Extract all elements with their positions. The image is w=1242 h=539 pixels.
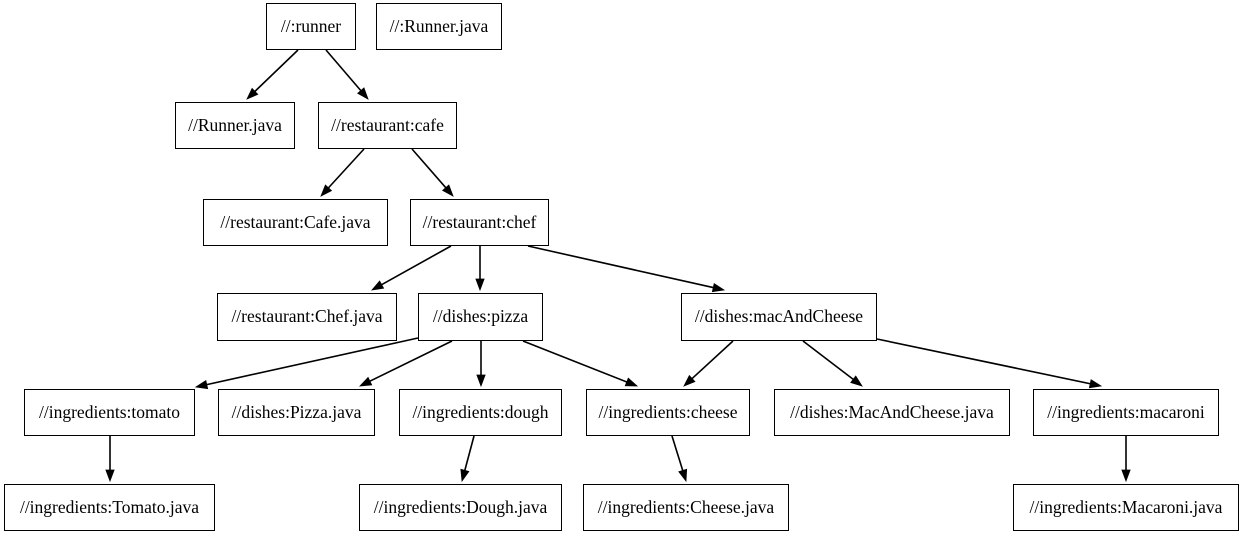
graph-edge-ing_tomato-to-tomato_java: [105, 436, 115, 483]
graph-node-pizza_java[interactable]: //dishes:Pizza.java: [218, 389, 375, 436]
edge-arrowhead: [370, 280, 385, 291]
graph-node-label: //:runner: [280, 15, 342, 36]
graph-edge-dishes_mac-to-ing_macaroni: [876, 338, 1103, 389]
graph-edge-runner-to-restaurant_cafe: [325, 49, 369, 100]
graph-node-ing_dough[interactable]: //ingredients:dough: [399, 389, 562, 436]
graph-edge-restaurant_chef-to-dishes_pizza: [475, 246, 485, 292]
graph-node-restaurant_cafe[interactable]: //restaurant:cafe: [318, 102, 457, 149]
graph-edge-dishes_pizza-to-ing_tomato: [194, 337, 419, 390]
graph-node-dishes_mac[interactable]: //dishes:macAndCheese: [681, 293, 877, 341]
graph-node-cheese_java[interactable]: //ingredients:Cheese.java: [583, 484, 789, 531]
graph-node-label: //dishes:MacAndCheese.java: [790, 401, 994, 422]
edge-shaft: [369, 340, 453, 382]
graph-node-runner_java[interactable]: //Runner.java: [175, 102, 295, 149]
graph-node-label: //ingredients:Cheese.java: [597, 496, 775, 517]
edge-arrowhead: [246, 87, 259, 100]
edge-shaft: [327, 148, 365, 189]
graph-edge-restaurant_chef-to-chef_java: [370, 245, 452, 291]
graph-node-label: //ingredients:macaroni: [1047, 401, 1205, 422]
graph-node-label: //ingredients:Macaroni.java: [1029, 496, 1223, 517]
graph-node-label: //dishes:Pizza.java: [231, 401, 362, 422]
graph-node-label: //dishes:pizza: [432, 306, 529, 327]
edge-shaft: [691, 340, 734, 380]
graph-node-label: //:Runner.java: [389, 15, 489, 36]
graph-node-tomato_java[interactable]: //ingredients:Tomato.java: [4, 484, 215, 531]
graph-node-label: //restaurant:Chef.java: [231, 306, 383, 327]
graph-node-ing_macaroni[interactable]: //ingredients:macaroni: [1033, 389, 1219, 436]
edge-shaft: [671, 435, 684, 471]
graph-node-label: //restaurant:cafe: [331, 114, 444, 135]
edge-arrowhead: [1121, 469, 1131, 483]
graph-node-dough_java[interactable]: //ingredients:Dough.java: [359, 484, 562, 531]
graph-edge-ing_macaroni-to-macaroni_java: [1121, 436, 1131, 483]
edge-shaft: [876, 338, 1091, 385]
graph-node-label: //ingredients:Dough.java: [373, 496, 548, 517]
graph-node-restaurant_chef[interactable]: //restaurant:chef: [410, 199, 549, 246]
graph-edge-dishes_mac-to-mac_java: [802, 340, 863, 387]
graph-node-dishes_pizza[interactable]: //dishes:pizza: [418, 293, 543, 341]
graph-node-label: //ingredients:tomato: [39, 401, 180, 422]
graph-node-label: //restaurant:chef: [422, 211, 537, 232]
graph-edge-ing_cheese-to-cheese_java: [671, 435, 688, 483]
graph-node-label: //restaurant:Cafe.java: [220, 211, 371, 232]
edge-shaft: [802, 340, 854, 380]
edge-shaft: [522, 340, 628, 383]
graph-node-mac_java[interactable]: //dishes:MacAndCheese.java: [774, 389, 1010, 436]
edge-arrowhead: [711, 282, 726, 293]
edge-arrowhead: [320, 184, 333, 197]
graph-edge-ing_dough-to-dough_java: [460, 435, 475, 483]
edge-shaft: [206, 337, 419, 386]
edge-shaft: [411, 148, 447, 189]
graph-node-label: //dishes:macAndCheese: [694, 306, 864, 327]
edge-shaft: [381, 245, 452, 286]
graph-node-ing_tomato[interactable]: //ingredients:tomato: [24, 389, 195, 436]
edge-arrowhead: [683, 374, 696, 387]
graph-edge-dishes_pizza-to-ing_dough: [476, 341, 486, 388]
edge-arrowhead: [460, 468, 470, 483]
graph-node-label: //ingredients:Tomato.java: [19, 496, 200, 517]
edge-arrowhead: [357, 87, 369, 100]
graph-edge-dishes_pizza-to-ing_cheese: [522, 340, 639, 387]
graph-edge-dishes_pizza-to-pizza_java: [358, 340, 453, 387]
graph-node-ing_cheese[interactable]: //ingredients:cheese: [586, 389, 750, 436]
edge-arrowhead: [358, 376, 373, 387]
edge-arrowhead: [850, 375, 863, 387]
edge-shaft: [325, 49, 362, 92]
graph-edge-dishes_mac-to-ing_cheese: [683, 340, 734, 387]
edge-shaft: [527, 245, 714, 289]
graph-edge-restaurant_cafe-to-restaurant_chef: [411, 148, 454, 197]
edge-arrowhead: [194, 379, 209, 390]
graph-node-label: //Runner.java: [188, 114, 282, 135]
edge-shaft: [464, 435, 475, 471]
edge-arrowhead: [441, 184, 454, 197]
graph-node-label: //ingredients:cheese: [598, 401, 738, 422]
graph-node-label: //ingredients:dough: [412, 401, 549, 422]
graph-node-macaroni_java[interactable]: //ingredients:Macaroni.java: [1013, 484, 1239, 531]
edge-arrowhead: [678, 468, 688, 483]
graph-edge-restaurant_chef-to-dishes_mac: [527, 245, 726, 293]
graph-edge-runner-to-runner_java: [246, 49, 299, 100]
edge-arrowhead: [105, 469, 115, 483]
graph-node-cafe_java[interactable]: //restaurant:Cafe.java: [203, 199, 388, 246]
edge-arrowhead: [476, 374, 486, 388]
edge-arrowhead: [1088, 379, 1103, 389]
edge-arrowhead: [475, 278, 485, 292]
graph-edge-restaurant_cafe-to-cafe_java: [320, 148, 365, 197]
graph-node-runner[interactable]: //:runner: [266, 3, 356, 50]
graph-node-chef_java[interactable]: //restaurant:Chef.java: [217, 293, 397, 341]
graph-node-runner_java_root[interactable]: //:Runner.java: [376, 3, 502, 50]
edge-shaft: [254, 49, 299, 92]
edge-arrowhead: [624, 377, 639, 387]
